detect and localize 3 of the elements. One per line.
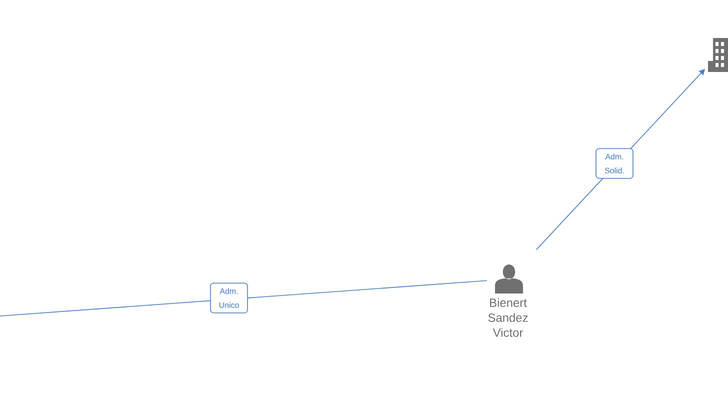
building-icon (708, 38, 728, 72)
connector-line (0, 280, 488, 316)
person-name: Bienert Sandez Victor (488, 298, 528, 337)
